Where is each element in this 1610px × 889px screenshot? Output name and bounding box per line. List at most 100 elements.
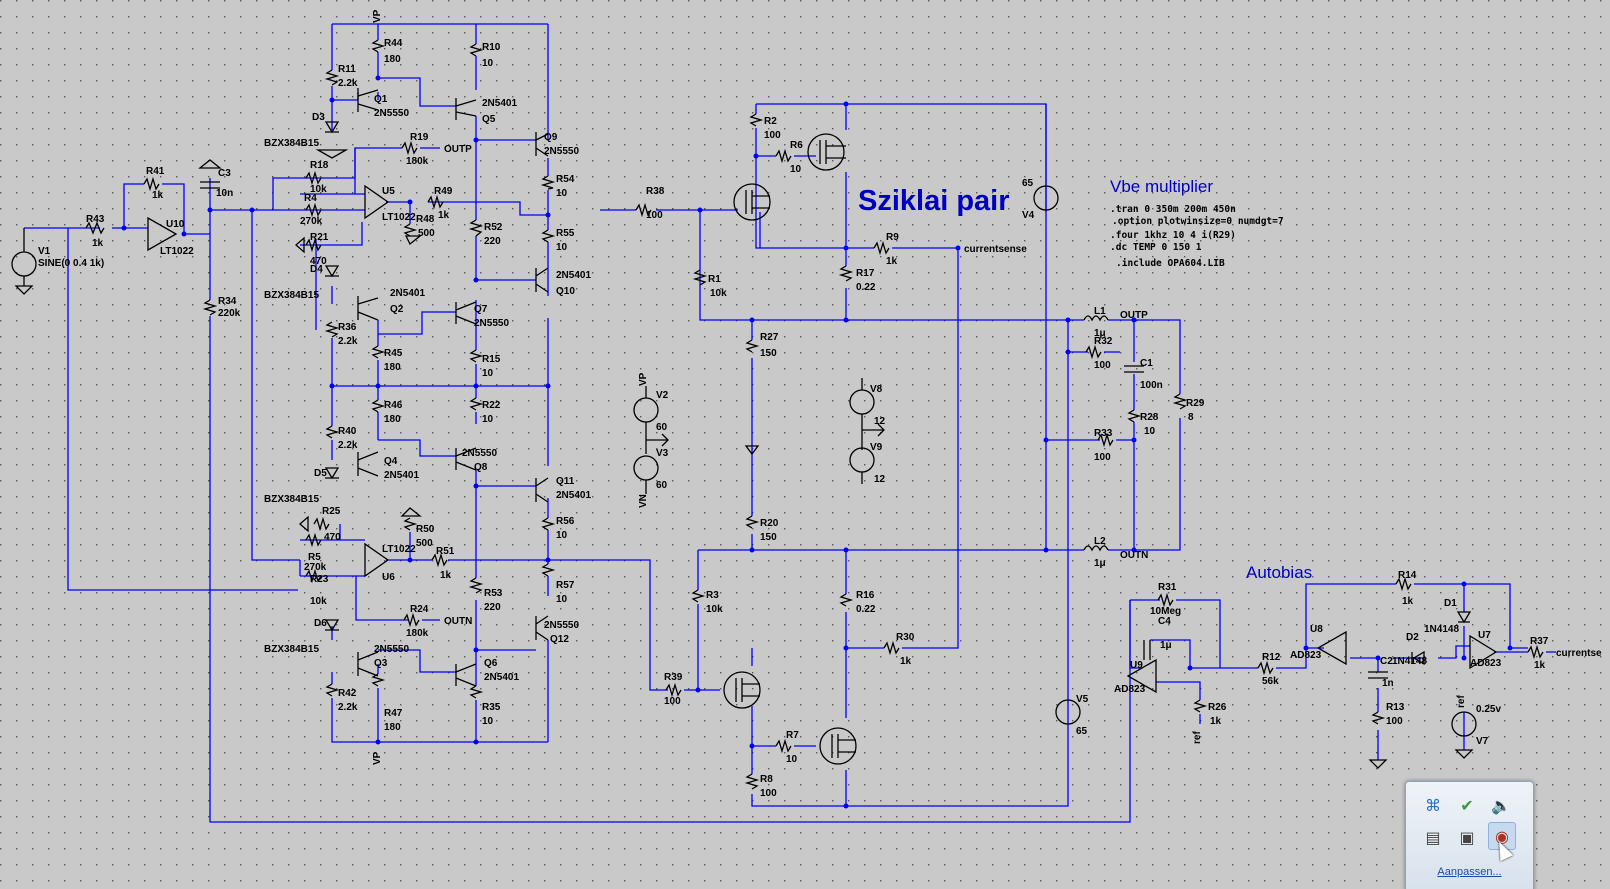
- svg-text:100: 100: [1094, 360, 1111, 371]
- resistors: [85, 39, 1544, 790]
- svg-text:2N5550: 2N5550: [462, 448, 497, 459]
- svg-text:Q3: Q3: [374, 658, 388, 669]
- svg-text:2.2k: 2.2k: [338, 440, 358, 451]
- svg-text:150: 150: [760, 348, 777, 359]
- svg-text:2.2k: 2.2k: [338, 78, 358, 89]
- svg-text:1k: 1k: [438, 210, 450, 221]
- autobias-title: Autobias: [1246, 563, 1312, 582]
- svg-text:R11: R11: [338, 64, 356, 75]
- svg-text:1μ: 1μ: [1160, 640, 1172, 651]
- svg-text:10k: 10k: [706, 604, 723, 615]
- svg-text:2N5401: 2N5401: [482, 98, 517, 109]
- usb-safely-remove-icon[interactable]: ✔: [1460, 795, 1474, 815]
- directive-line[interactable]: .dc TEMP 0 150 1: [1110, 242, 1202, 253]
- svg-text:R54: R54: [556, 174, 575, 185]
- svg-text:SINE(0 0.4 1k): SINE(0 0.4 1k): [38, 258, 104, 269]
- svg-text:R33: R33: [1094, 428, 1113, 439]
- notification-area-popup: ⌘ ✔ 🔈 ▤ ▣ ◉ Aanpassen...: [1405, 781, 1534, 889]
- svg-text:R16: R16: [856, 590, 875, 601]
- svg-text:R3: R3: [706, 590, 719, 601]
- directive-line[interactable]: .four 1khz 10 4 i(R29): [1110, 230, 1236, 241]
- svg-text:R45: R45: [384, 348, 403, 359]
- eye-icon[interactable]: ◉: [1488, 822, 1516, 850]
- directive-line[interactable]: .tran 0 350m 200m 450n: [1110, 204, 1236, 215]
- svg-text:currentsense: currentsense: [964, 244, 1027, 255]
- svg-text:Q1: Q1: [374, 94, 388, 105]
- svg-text:currentse: currentse: [1556, 648, 1602, 659]
- svg-text:LT1022: LT1022: [160, 246, 194, 257]
- svg-text:R28: R28: [1140, 412, 1159, 423]
- svg-text:R55: R55: [556, 228, 575, 239]
- svg-text:VP: VP: [638, 372, 649, 386]
- svg-text:R57: R57: [556, 580, 575, 591]
- svg-text:OUTN: OUTN: [444, 616, 472, 627]
- svg-text:R1: R1: [708, 274, 721, 285]
- svg-text:R21: R21: [310, 232, 329, 243]
- svg-text:220: 220: [484, 602, 501, 613]
- svg-text:C2: C2: [1380, 656, 1393, 667]
- svg-text:60: 60: [656, 422, 668, 433]
- svg-text:10: 10: [482, 414, 494, 425]
- bluetooth-icon[interactable]: ⌘: [1425, 795, 1441, 815]
- svg-text:R22: R22: [482, 400, 501, 411]
- svg-text:Q7: Q7: [474, 304, 488, 315]
- svg-text:10Meg: 10Meg: [1150, 606, 1181, 617]
- svg-text:65: 65: [1076, 726, 1088, 737]
- svg-text:VP: VP: [372, 9, 383, 23]
- svg-text:100: 100: [1386, 716, 1403, 727]
- svg-text:10: 10: [556, 242, 568, 253]
- svg-text:60: 60: [656, 480, 668, 491]
- svg-text:2N5401: 2N5401: [390, 288, 425, 299]
- svg-text:10k: 10k: [310, 596, 327, 607]
- svg-text:U9: U9: [1130, 660, 1143, 671]
- svg-text:Q6: Q6: [484, 658, 498, 669]
- svg-text:2N5550: 2N5550: [544, 146, 579, 157]
- svg-text:V2: V2: [656, 390, 669, 401]
- customize-link[interactable]: Aanpassen...: [1437, 866, 1502, 878]
- svg-text:D2: D2: [1406, 632, 1419, 643]
- svg-text:2N5401: 2N5401: [556, 270, 591, 281]
- svg-text:150: 150: [760, 532, 777, 543]
- network-icon[interactable]: ▤: [1425, 827, 1441, 847]
- directive-line[interactable]: .include OPA604.LIB: [1116, 258, 1225, 269]
- svg-text:D5: D5: [314, 468, 327, 479]
- svg-text:ref: ref: [1456, 695, 1467, 708]
- active-components: [11, 88, 1498, 769]
- spice-directives[interactable]: .tran 0 350m 200m 450n .option plotwinsi…: [1110, 204, 1284, 269]
- speaker-icon[interactable]: 🔈: [1491, 795, 1511, 815]
- svg-text:L2: L2: [1094, 536, 1106, 547]
- svg-text:R9: R9: [886, 232, 899, 243]
- svg-text:10: 10: [556, 530, 568, 541]
- svg-text:R17: R17: [856, 268, 875, 279]
- svg-text:R29: R29: [1186, 398, 1205, 409]
- svg-text:10: 10: [786, 754, 798, 765]
- svg-text:R46: R46: [384, 400, 403, 411]
- svg-text:10: 10: [556, 594, 568, 605]
- svg-text:0.22: 0.22: [856, 282, 876, 293]
- svg-text:OUTP: OUTP: [1120, 310, 1148, 321]
- svg-text:AD823: AD823: [1114, 684, 1146, 695]
- svg-text:2N5550: 2N5550: [474, 318, 509, 329]
- wires: [24, 23, 1556, 823]
- svg-text:LT1022: LT1022: [382, 212, 416, 223]
- svg-text:1k: 1k: [1534, 660, 1546, 671]
- svg-text:56k: 56k: [1262, 676, 1279, 687]
- svg-text:500: 500: [416, 538, 433, 549]
- svg-text:Q12: Q12: [550, 634, 569, 645]
- directive-line[interactable]: .option plotwinsize=0 numdgt=7: [1112, 216, 1284, 227]
- svg-text:R48: R48: [416, 214, 435, 225]
- svg-text:2N5401: 2N5401: [484, 672, 519, 683]
- svg-text:R13: R13: [1386, 702, 1405, 713]
- svg-text:100: 100: [760, 788, 777, 799]
- svg-text:D3: D3: [312, 112, 325, 123]
- svg-text:0.22: 0.22: [856, 604, 876, 615]
- svg-text:2N5401: 2N5401: [556, 490, 591, 501]
- svg-text:R23: R23: [310, 574, 329, 585]
- svg-text:10: 10: [482, 58, 494, 69]
- svg-text:Q11: Q11: [556, 476, 575, 487]
- svg-text:R44: R44: [384, 38, 403, 49]
- svg-text:1k: 1k: [886, 256, 898, 267]
- display-icon[interactable]: ▣: [1459, 827, 1475, 847]
